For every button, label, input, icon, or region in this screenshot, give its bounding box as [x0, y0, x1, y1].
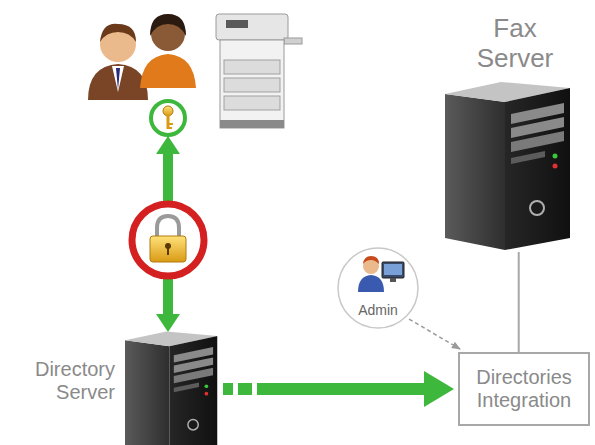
admin-icon	[358, 256, 404, 292]
link-line	[518, 252, 520, 352]
directory-server-tower	[125, 331, 218, 445]
admin-circle: Admin	[336, 246, 420, 330]
node-label: Admin	[336, 302, 420, 318]
node-label: Directories Integration	[468, 366, 580, 412]
printer-icon	[216, 14, 302, 128]
sync-arrow	[223, 383, 428, 395]
node-label: Directory Server	[7, 358, 115, 404]
config-arrow	[409, 319, 460, 349]
server-node: Fax Server	[445, 80, 570, 250]
lock-icon	[132, 204, 204, 276]
integration-box: Directories Integration	[458, 352, 590, 426]
node-label: Fax Server	[463, 14, 567, 74]
key-icon	[151, 101, 185, 135]
fax-server-tower	[445, 82, 570, 250]
users-icon	[88, 14, 196, 100]
server-node: Directory Server	[125, 330, 217, 445]
